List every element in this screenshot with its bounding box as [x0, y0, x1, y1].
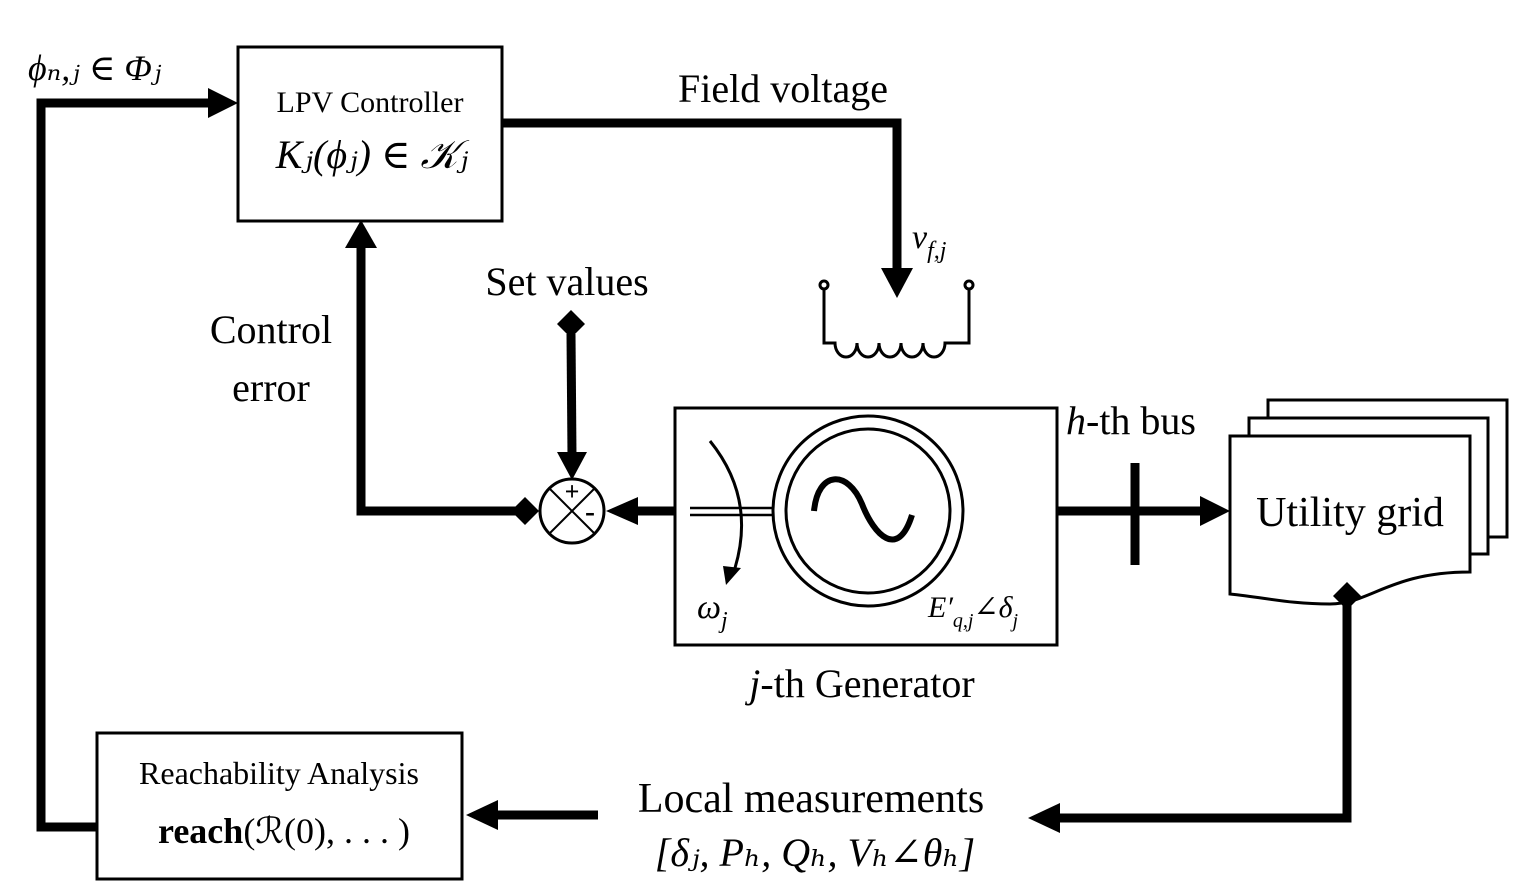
coil-winding [822, 289, 971, 359]
grid-sheet-front [1228, 434, 1472, 606]
summing-minus-sign: - [585, 495, 595, 528]
generator-caption: j-th Generator [744, 661, 974, 706]
ac-sine-icon [811, 476, 915, 543]
utility-grid-block: Utility grid [1228, 398, 1509, 606]
set-values-label: Set values [485, 259, 648, 304]
local-measurements-vector: [δⱼ, Pₕ, Qₕ, Vₕ∠θₕ] [655, 830, 975, 875]
outer-feedback-loop [36, 88, 238, 832]
coil-terminal-right [963, 279, 975, 291]
lpv-controller-title: LPV Controller [277, 86, 464, 119]
control-error-label-line2: error [232, 365, 310, 410]
bus-connection: h-th bus [1057, 398, 1230, 565]
outer-feedback-arrowhead [208, 88, 238, 118]
scheduling-parameter-label: ϕₙ,ⱼ ∈ Φⱼ [28, 48, 162, 88]
control-error-path: Control error [210, 220, 539, 525]
set-values-path: Set values [485, 259, 649, 480]
reachability-box [95, 731, 464, 881]
bus-label: h-th bus [1066, 398, 1196, 443]
internal-emf-symbol: E′q,j∠δj [927, 591, 1019, 632]
local-measurements-title: Local measurements [638, 776, 984, 822]
set-values-arrowhead [557, 452, 587, 480]
measurement-to-reach-arrowhead [466, 800, 498, 830]
speed-feedback-path [606, 497, 674, 525]
outer-feedback-line [36, 98, 212, 832]
rotation-arc [708, 440, 744, 569]
lpv-controller-box [236, 45, 504, 223]
reachability-title: Reachability Analysis [139, 755, 419, 791]
lpv-controller-formula: Kⱼ(ϕⱼ) ∈ 𝒦ⱼ [275, 132, 470, 177]
coil-terminal-left [818, 279, 830, 291]
set-values-line [566, 333, 577, 457]
field-voltage-label: Field voltage [678, 66, 888, 111]
set-values-diamond [557, 310, 585, 338]
summing-junction: + - [538, 477, 606, 545]
measurement-line [1056, 605, 1352, 823]
summing-cross-b [548, 487, 596, 535]
reachability-formula: reach(ℛ(0), . . . ) [158, 811, 410, 851]
control-error-line [356, 244, 525, 516]
field-voltage-arrowhead [881, 268, 913, 298]
bus-arrowhead [1200, 496, 1230, 526]
rotation-arrowhead [723, 566, 741, 585]
speed-feedback-arrowhead [606, 497, 638, 525]
measurement-arrowhead [1028, 803, 1060, 833]
rotor-speed-symbol: ωj [697, 589, 728, 634]
control-error-arrowhead [345, 220, 377, 248]
field-voltage-line [502, 118, 902, 272]
utility-grid-label: Utility grid [1256, 490, 1444, 536]
local-measurements-path: Local measurements [δⱼ, Pₕ, Qₕ, Vₕ∠θₕ] [466, 582, 1361, 875]
summing-plus-sign: + [565, 477, 580, 506]
control-error-label-line1: Control [210, 307, 332, 352]
generator-block: ωj E′q,j∠δj j-th Generator [673, 406, 1059, 706]
lpv-controller-block: LPV Controller Kⱼ(ϕⱼ) ∈ 𝒦ⱼ [236, 45, 504, 223]
field-voltage-symbol: vf,j [912, 219, 947, 264]
reachability-block: Reachability Analysis reach(ℛ(0), . . . … [95, 731, 464, 881]
measurement-diamond [1333, 582, 1361, 610]
generator-inner-circle [784, 427, 952, 595]
field-winding-coil [818, 279, 975, 359]
field-voltage-path: Field voltage vf,j [502, 66, 947, 298]
